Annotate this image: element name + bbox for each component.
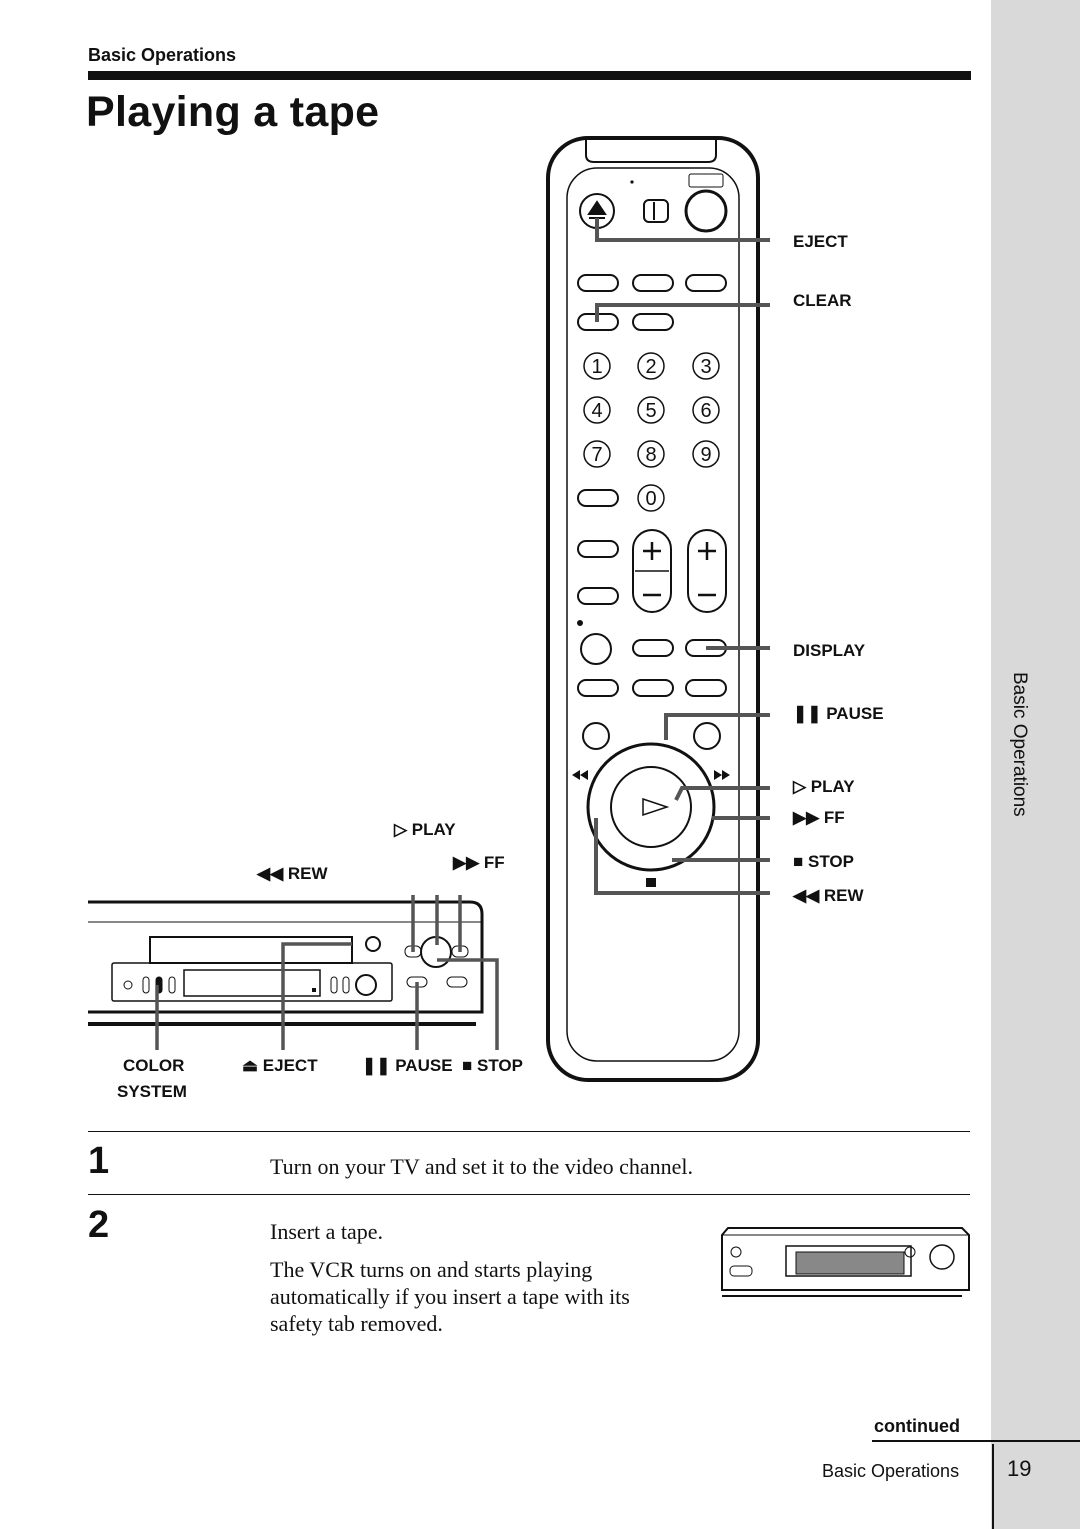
- stop-icon: ■: [462, 1056, 477, 1075]
- remote-pause-label: ❚❚ PAUSE: [793, 704, 884, 723]
- header-rule: [88, 71, 971, 80]
- vcr-eject-label: ⏏ EJECT: [242, 1056, 318, 1075]
- remote-key-2: 2: [645, 356, 656, 378]
- remote-stop-label: ■ STOP: [793, 852, 854, 871]
- fast-forward-icon: ▶▶: [793, 808, 824, 827]
- footer-rule: [872, 1440, 1080, 1442]
- remote-key-0: 0: [645, 488, 656, 510]
- page-title: Playing a tape: [86, 88, 380, 136]
- remote-key-9: 9: [700, 444, 711, 466]
- remote-key-7: 7: [591, 444, 602, 466]
- remote-key-8: 8: [645, 444, 656, 466]
- step-note-line: safety tab removed.: [270, 1311, 443, 1336]
- rewind-icon: ◀◀: [257, 864, 288, 883]
- footer-section: Basic Operations: [822, 1461, 960, 1481]
- remote-key-1: 1: [591, 356, 602, 378]
- vcr-play-label: ▷ PLAY: [394, 820, 456, 839]
- step-number: 1: [88, 1140, 110, 1182]
- continued-label: continued: [874, 1416, 960, 1436]
- step-note-line: automatically if you insert a tape with …: [270, 1284, 630, 1309]
- remote-display-label: DISPLAY: [793, 641, 866, 660]
- step-number: 2: [88, 1204, 110, 1246]
- stop-icon: ■: [793, 852, 808, 871]
- remote-key-5: 5: [645, 400, 656, 422]
- play-icon: ▷: [793, 777, 811, 796]
- vcr-color-label: COLOR: [123, 1056, 185, 1075]
- remote-ff-label: ▶▶ FF: [793, 808, 845, 827]
- step-divider: [88, 1194, 970, 1195]
- step-text: Turn on your TV and set it to the video …: [270, 1154, 694, 1179]
- page-number: 19: [1007, 1456, 1032, 1481]
- remote-key-4: 4: [591, 400, 602, 422]
- remote-play-label: ▷ PLAY: [793, 777, 855, 796]
- vcr-rew-label: ◀◀ REW: [257, 864, 328, 883]
- side-tab-label: Basic Operations: [1009, 672, 1030, 817]
- rewind-icon: ◀◀: [793, 886, 824, 905]
- vcr-stop-label: ■ STOP: [462, 1056, 523, 1075]
- remote-key-6: 6: [700, 400, 711, 422]
- footer-divider: [992, 1444, 994, 1529]
- vcr-pause-label: ❚❚ PAUSE: [362, 1056, 453, 1075]
- remote-rew-label: ◀◀ REW: [793, 886, 864, 905]
- remote-clear-label: CLEAR: [793, 291, 852, 310]
- step-divider: [88, 1131, 970, 1132]
- remote-eject-label: EJECT: [793, 232, 848, 251]
- fast-forward-icon: ▶▶: [453, 853, 484, 872]
- vcr-ff-label: ▶▶ FF: [453, 853, 505, 872]
- remote-key-3: 3: [700, 356, 711, 378]
- eject-icon: ⏏: [242, 1056, 263, 1075]
- vcr-front-illustration: [88, 895, 499, 1050]
- play-icon: ▷: [394, 820, 412, 839]
- pause-icon: ❚❚: [362, 1056, 396, 1075]
- step-note-line: The VCR turns on and starts playing: [270, 1257, 593, 1282]
- pause-icon: ❚❚: [793, 704, 827, 723]
- vcr-system-label: SYSTEM: [117, 1082, 187, 1101]
- step-text: Insert a tape.: [270, 1219, 383, 1244]
- side-tab: [991, 0, 1080, 1529]
- vcr-insert-tape-illustration: [721, 1227, 970, 1297]
- section-header: Basic Operations: [88, 45, 237, 65]
- remote-control-illustration: 1 2 3 4 5 6 7 8 9 0: [546, 136, 770, 1082]
